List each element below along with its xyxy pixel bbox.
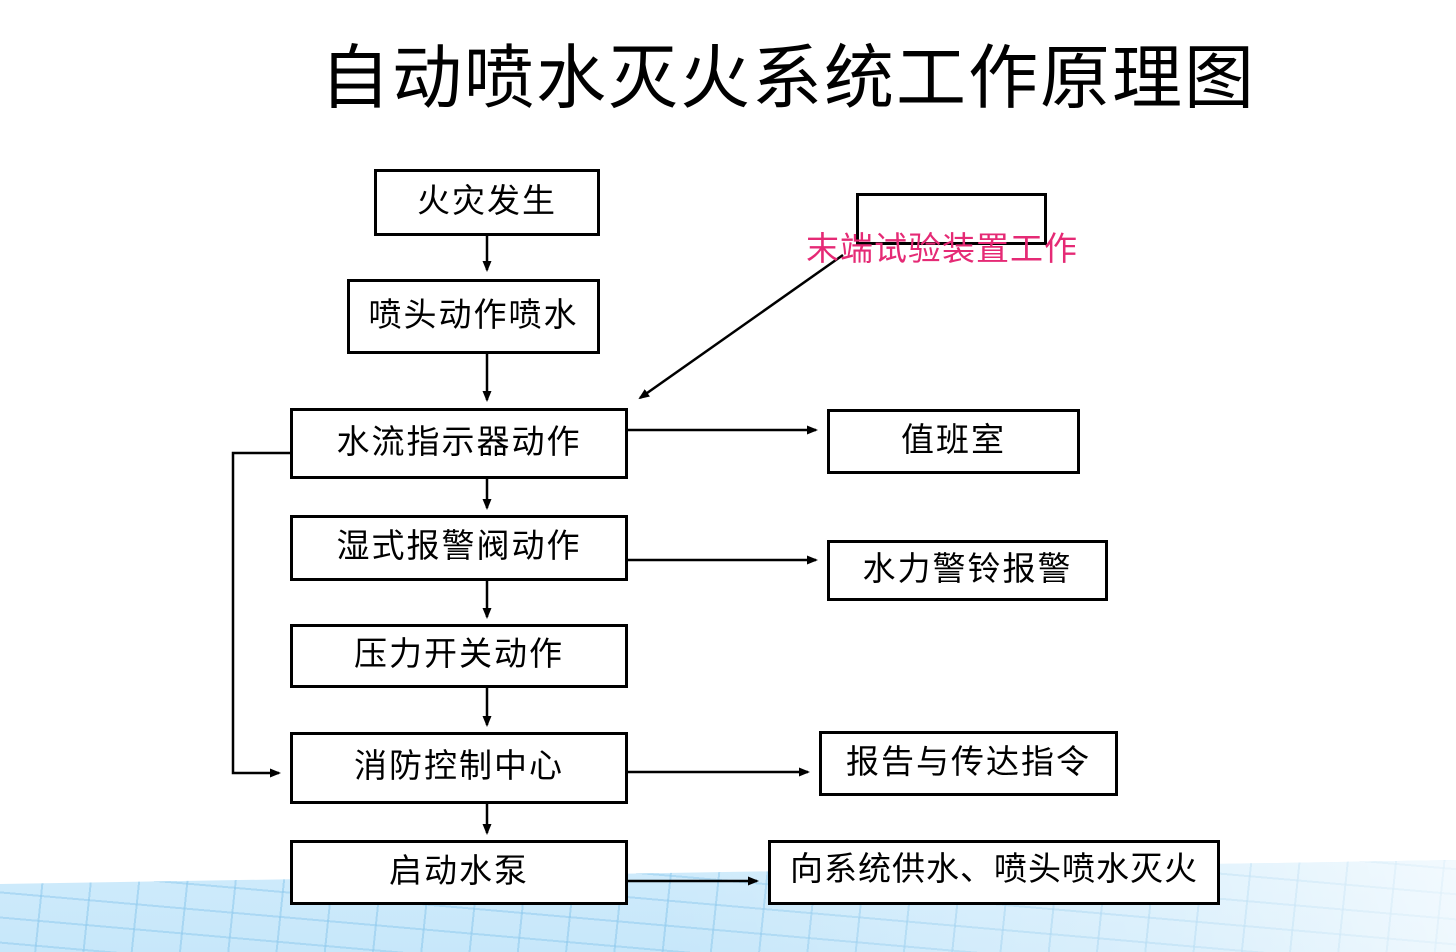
node-fire-occurs: 火灾发生 <box>374 169 600 236</box>
node-start-pump: 启动水泵 <box>290 840 628 905</box>
page-title: 自动喷水灭火系统工作原理图 <box>320 41 1256 118</box>
node-duty-room: 值班室 <box>827 409 1080 474</box>
node-hydraulic-bell: 水力警铃报警 <box>827 540 1108 601</box>
node-wet-alarm-valve: 湿式报警阀动作 <box>290 515 628 581</box>
node-pressure-switch: 压力开关动作 <box>290 624 628 688</box>
node-end-test-device-empty-box <box>856 193 1047 245</box>
node-fire-control-center: 消防控制中心 <box>290 732 628 804</box>
arrow-flow-to-control-feedback <box>231 451 290 778</box>
node-supply-water: 向系统供水、喷头喷水灭火 <box>768 840 1220 905</box>
node-report-commands: 报告与传达指令 <box>819 731 1118 796</box>
node-sprinkler-sprays: 喷头动作喷水 <box>347 279 600 354</box>
node-flow-indicator: 水流指示器动作 <box>290 408 628 479</box>
end-test-device-annotation: 末端试验装置工作 <box>806 232 1078 268</box>
arrow-endtest-to-flow <box>638 253 844 400</box>
